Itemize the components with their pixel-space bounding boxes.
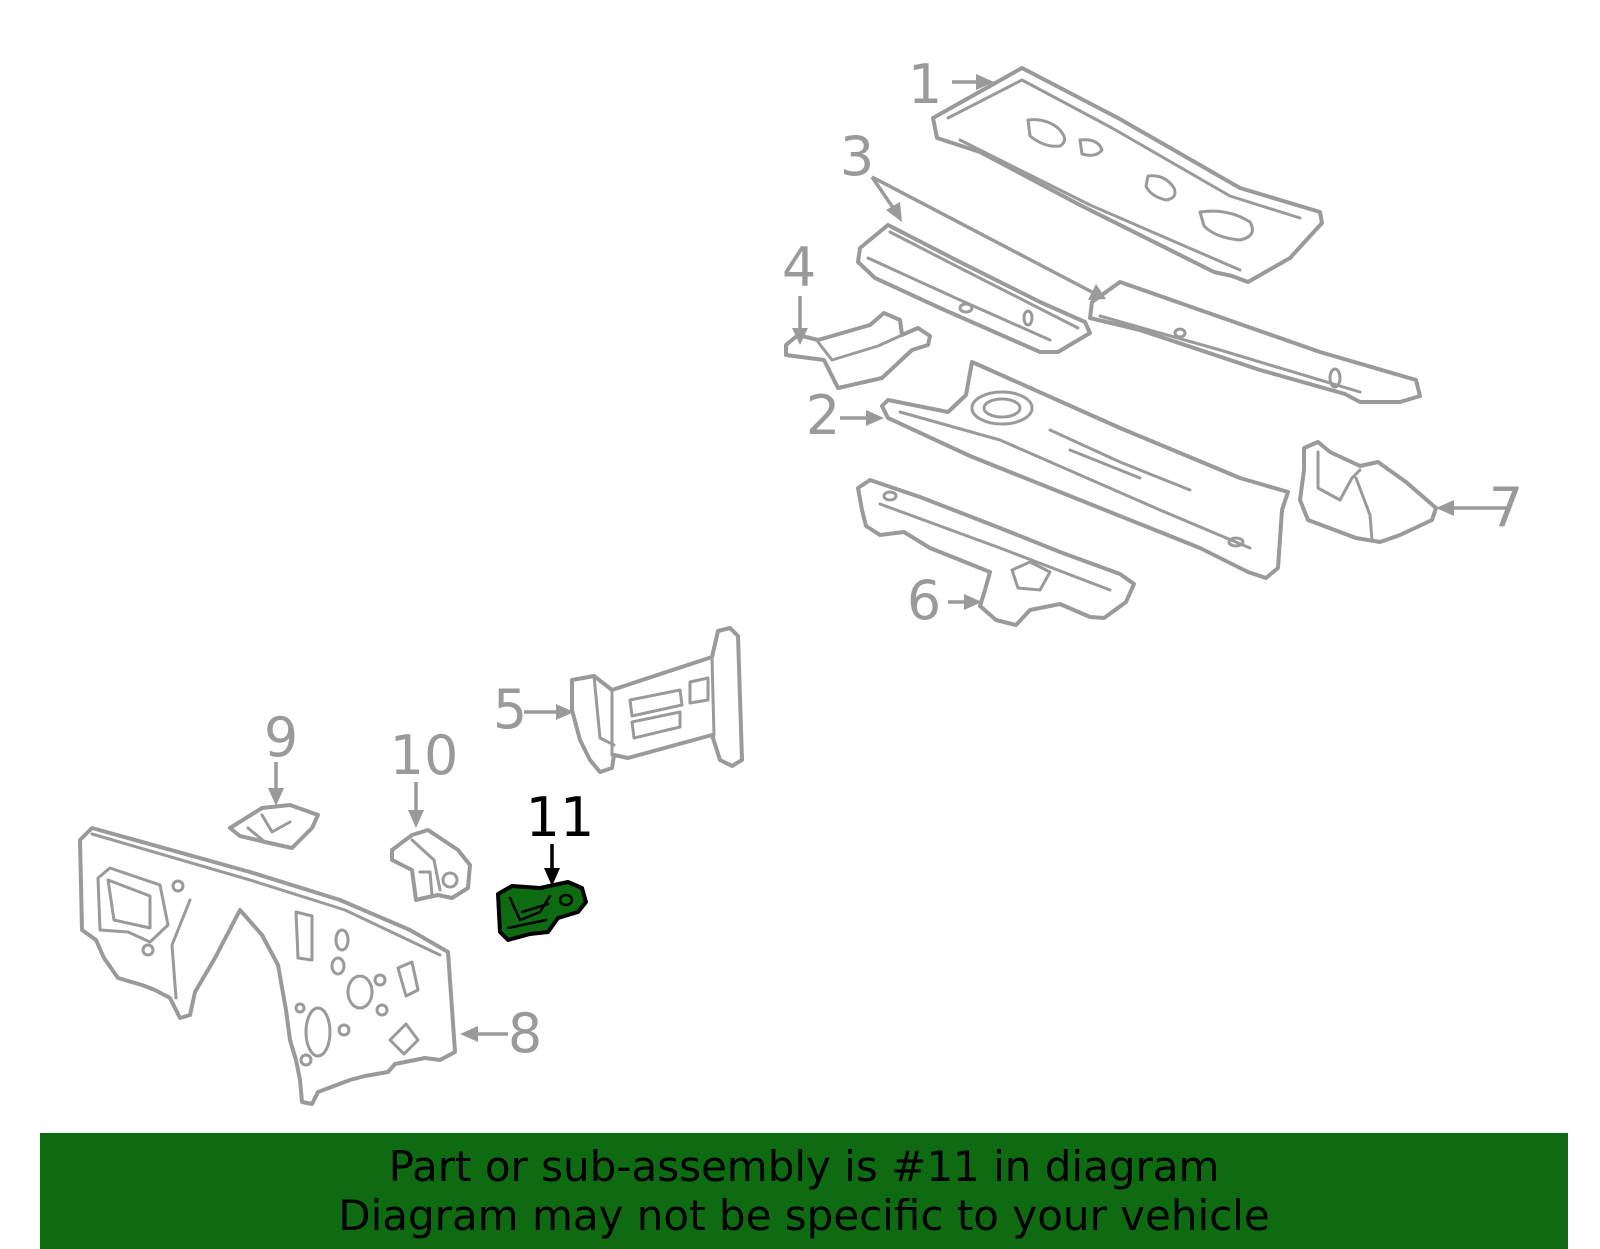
callout-2: 2 [806,384,840,447]
callout-labels: 1 3 4 2 7 6 5 9 10 11 8 [264,53,1523,1065]
part-3-cowl-vent-panel [856,223,1422,404]
callout-10: 10 [390,724,459,787]
callout-5: 5 [493,678,527,741]
callout-9: 9 [264,706,298,769]
callout-11: 11 [526,786,595,849]
callout-4: 4 [782,236,816,299]
part-6-brace [856,478,1136,627]
callout-8: 8 [508,1002,542,1065]
part-9-bracket [228,803,320,850]
callout-6: 6 [907,569,941,632]
part-5-reinforcement [570,626,744,774]
part-8-dash-panel [78,826,457,1106]
callout-1: 1 [908,53,942,116]
part-2-plenum [880,360,1290,580]
part-10-bracket [390,828,472,902]
info-banner: Part or sub-assembly is #11 in diagram D… [40,1133,1568,1249]
callout-3: 3 [840,125,874,188]
leader-lines [268,74,1506,1042]
banner-line-2: Diagram may not be specific to your vehi… [338,1191,1270,1240]
callout-7: 7 [1489,476,1523,539]
banner-line-1: Part or sub-assembly is #11 in diagram [388,1142,1220,1191]
part-4-bracket [784,311,932,390]
part-11-bracket [496,880,588,942]
part-7-bracket [1298,440,1438,544]
part-1-cowl-panel [931,66,1324,284]
